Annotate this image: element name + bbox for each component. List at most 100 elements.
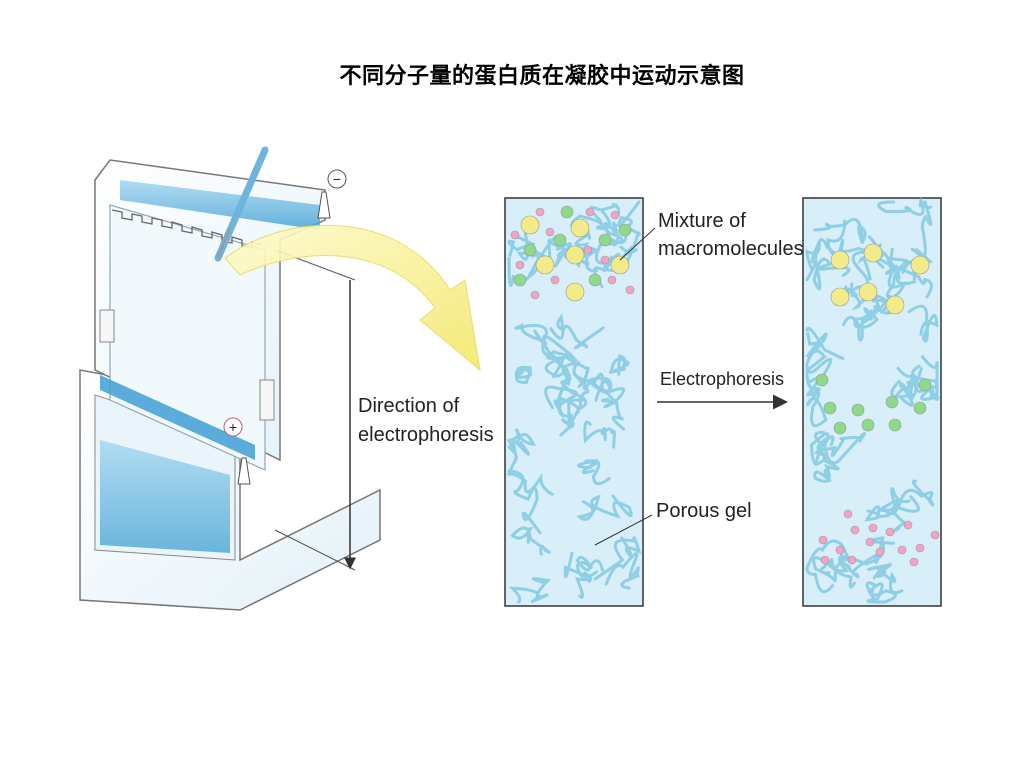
small-molecule [847,555,857,565]
medium-molecule [823,401,837,415]
gel-fiber [514,365,533,385]
gel-fiber [593,536,642,581]
gel-fiber [577,459,611,486]
small-molecule [865,537,875,547]
direction-guide-bottom [274,529,356,571]
negative-electrode-icon [327,169,347,189]
gel-fiber [549,313,605,350]
small-molecule [585,207,595,217]
mixture-label-line2: macromolecules [658,238,804,260]
gel-fiber [559,372,590,437]
gel-fiber [563,551,593,599]
zoom-arrow [224,224,481,372]
large-molecule [863,243,883,263]
small-molecule [868,523,878,533]
small-molecule [909,557,919,567]
small-molecule [515,260,525,270]
small-molecule [930,530,940,540]
page-title: 不同分子量的蛋白质在凝胶中运动示意图 [339,64,745,89]
large-molecule [565,245,585,265]
gel-fiber [594,221,624,265]
gel-fiber [608,354,630,376]
medium-molecule [588,273,602,287]
small-molecule [510,230,520,240]
electrophoresis-apparatus: − + Direction of electrophoresis [79,146,494,611]
gel-fiber [881,479,935,516]
small-molecule [600,255,610,265]
large-molecule [885,295,905,315]
gel-fiber [805,237,831,291]
gel-fiber [544,385,580,424]
gel-fiber [826,219,879,259]
large-molecule [565,282,585,302]
clamp-left [99,309,115,343]
upper-buffer [120,180,320,230]
medium-molecule [913,401,927,415]
small-molecule [850,525,860,535]
gel-fiber [805,376,828,428]
gel-fiber [506,438,554,496]
gel-fiber [583,420,616,449]
gel-fiber [907,304,939,343]
gel-fiber [865,581,897,604]
pipette-tip [217,227,231,259]
separated-molecules [815,243,940,567]
small-molecule [885,527,895,537]
small-molecule [535,207,545,217]
large-molecule [520,215,540,235]
lower-buffer [100,440,230,553]
large-molecule [535,255,555,275]
small-molecule [835,545,845,555]
gel-fibers-before [506,200,642,604]
gel-fiber [506,428,536,456]
large-molecule [570,218,590,238]
gel-fiber [576,494,633,521]
medium-molecule [861,418,875,432]
medium-molecule [598,233,612,247]
gel-fiber [853,270,901,328]
negative-electrode-post [317,191,331,219]
large-molecule [858,282,878,302]
medium-molecule [618,223,632,237]
small-molecule [607,275,617,285]
gel-fiber [553,373,588,418]
gel-fiber [809,430,835,467]
small-molecule [550,275,560,285]
medium-molecule [833,421,847,435]
gel-fiber [867,562,904,595]
direction-label-line2: electrophoresis [358,424,494,446]
positive-electrode-symbol: + [229,419,237,435]
clamp-right [259,379,275,421]
medium-molecule [851,403,865,417]
porous-gel-label: Porous gel [656,500,752,522]
electrophoresis-diagram: − + Direction of electrophoresis Mixture… [79,146,942,611]
gel-fiber [877,196,933,216]
gel-fiber [604,552,641,590]
small-molecule [897,545,907,555]
gel-fiber [812,556,851,583]
medium-molecule [918,378,932,392]
small-molecule [903,520,913,530]
gel-fiber [864,505,908,534]
small-molecule [583,245,593,255]
large-molecule [610,255,630,275]
medium-molecule [888,418,902,432]
gel-fiber [575,555,604,579]
gel-after [802,196,942,607]
gel-fiber [514,324,572,381]
mixture-pointer [619,227,656,261]
direction-label-line1: Direction of [358,395,460,417]
small-molecule [530,290,540,300]
gel-fiber [805,326,845,361]
large-molecule [830,287,850,307]
medium-molecule [885,395,899,409]
medium-molecule [513,273,527,287]
gel-fiber [520,323,566,379]
small-molecule [843,509,853,519]
gel-fiber [829,542,886,589]
gel-pointer [594,514,653,546]
small-molecule [610,210,620,220]
mixture-label-line1: Mixture of [658,210,746,232]
gel-fiber [508,577,552,604]
gel-fiber [542,334,589,371]
